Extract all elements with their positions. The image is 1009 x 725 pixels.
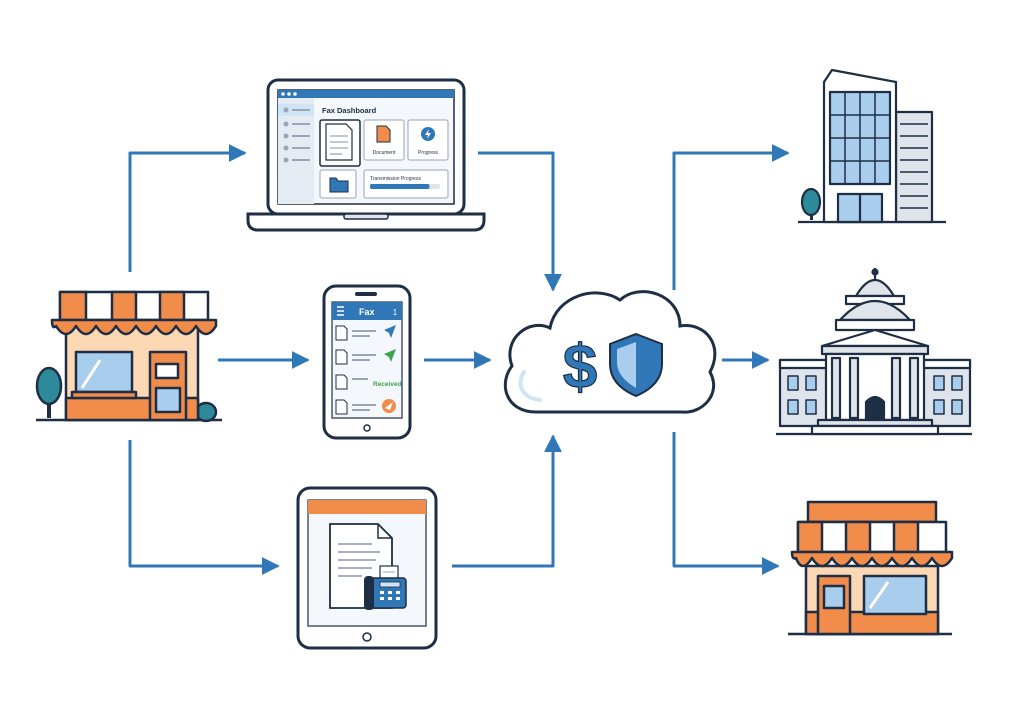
list-item bbox=[335, 325, 396, 341]
document-summary-card: Document bbox=[363, 119, 405, 161]
menu-icon bbox=[337, 306, 344, 316]
fax-machine-icon bbox=[364, 565, 407, 610]
folder-icon bbox=[329, 177, 349, 193]
send-icon bbox=[384, 325, 396, 338]
cloud-icon: $ bbox=[503, 290, 717, 414]
flow-arrows bbox=[128, 144, 790, 575]
laptop-icon: Fax Dashboard Document Progress Transmis… bbox=[246, 78, 486, 232]
document-card-label: Document bbox=[373, 150, 396, 156]
arrow-store-to-laptop bbox=[128, 144, 247, 272]
arrow-tablet-to-cloud bbox=[452, 434, 562, 568]
list-item: Received bbox=[335, 374, 402, 390]
arrow-cloud-to-receiver-store bbox=[672, 432, 780, 575]
dollar-symbol: $ bbox=[563, 333, 597, 402]
progress-label: Transmission Progress bbox=[370, 176, 421, 182]
list-item bbox=[335, 349, 396, 365]
received-label: Received bbox=[373, 381, 402, 388]
list-item bbox=[335, 399, 396, 415]
government-building-icon bbox=[776, 268, 972, 436]
progress-card-label: Progress bbox=[418, 150, 439, 156]
arrow-laptop-to-cloud bbox=[478, 151, 562, 292]
storefront-icon bbox=[35, 290, 222, 423]
document-card bbox=[319, 119, 361, 167]
progress-fill bbox=[370, 184, 430, 189]
storefront-icon bbox=[788, 500, 954, 636]
progress-summary-card: Progress bbox=[407, 119, 449, 161]
phone-badge: 1 bbox=[393, 308, 398, 317]
smartphone-icon: Fax 1 Received bbox=[322, 284, 412, 440]
phone-app-title: Fax bbox=[359, 307, 375, 317]
send-icon bbox=[384, 349, 396, 362]
shield-icon bbox=[609, 332, 663, 398]
laptop-dashboard-title: Fax Dashboard bbox=[322, 106, 377, 115]
arrow-cloud-to-office bbox=[672, 144, 790, 290]
folder-card bbox=[319, 169, 357, 199]
transmission-progress-card: Transmission Progress bbox=[363, 169, 449, 199]
document-icon bbox=[376, 125, 391, 143]
arrow-store-to-tablet bbox=[128, 440, 280, 575]
tablet-icon bbox=[296, 486, 438, 650]
office-building-icon bbox=[798, 68, 946, 224]
